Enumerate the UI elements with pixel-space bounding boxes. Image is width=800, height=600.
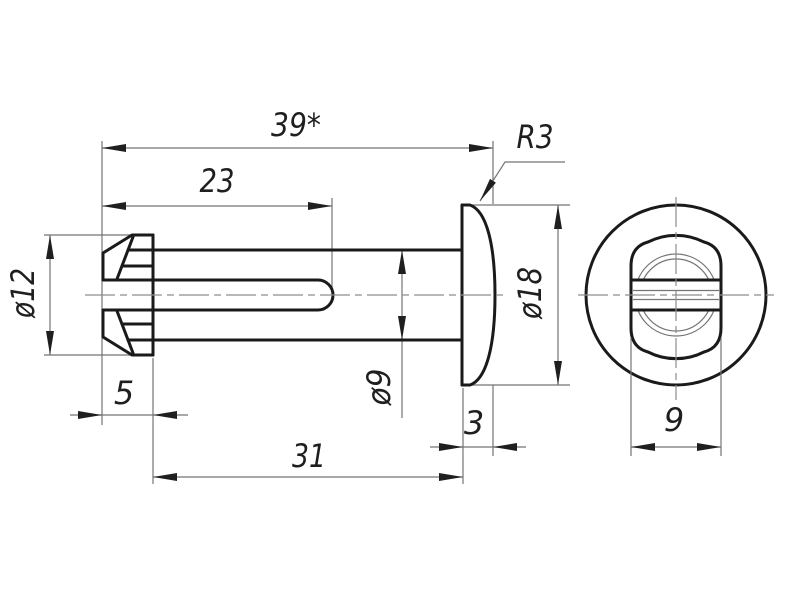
dim-label-slot-length: 23 — [200, 162, 235, 200]
arrowhead — [78, 411, 102, 419]
arrowhead — [398, 250, 406, 274]
arrowhead — [398, 316, 406, 340]
arrowhead — [439, 443, 463, 451]
arrowhead — [631, 443, 655, 451]
prong-top-chamfer-edge — [115, 235, 135, 281]
arrowhead — [493, 443, 517, 451]
dim-label-shaft-diameter: ø9 — [360, 369, 398, 407]
arrowhead — [308, 202, 332, 210]
arrowhead — [46, 235, 54, 259]
prong-bottom-outline — [101, 308, 155, 357]
arrowhead — [469, 144, 493, 152]
arrowhead — [46, 331, 54, 355]
prong-top-outline — [101, 233, 155, 282]
prong-bottom-chamfer-edge — [115, 309, 135, 355]
prong-end-outline — [629, 233, 723, 361]
dim-label-head-thickness: 3 — [464, 404, 484, 442]
arrowhead — [153, 473, 177, 481]
arrowhead — [554, 205, 562, 229]
head-dome-outline — [460, 203, 497, 387]
arrowhead — [102, 144, 126, 152]
arrowhead — [554, 361, 562, 385]
arrowhead — [153, 411, 177, 419]
dimension-lines: 39* 23 R3 ø12 ø9 ø18 5 3 — [4, 106, 570, 484]
arrowhead — [697, 443, 721, 451]
dim-label-shank-length: 31 — [292, 437, 326, 475]
dim-label-prong-diameter: ø12 — [4, 268, 42, 319]
dim-label-prong-length: 5 — [114, 374, 134, 412]
arrowhead — [439, 473, 463, 481]
dim-label-head-radius: R3 — [517, 118, 554, 156]
arrowhead — [102, 202, 126, 210]
dim-label-slot-width: 9 — [664, 401, 684, 439]
side-view — [85, 203, 508, 387]
arrowhead — [480, 178, 496, 201]
dim-label-total-length: 39* — [271, 106, 321, 144]
end-view: 9 — [578, 197, 774, 456]
dim-label-head-diameter: ø18 — [511, 267, 549, 320]
